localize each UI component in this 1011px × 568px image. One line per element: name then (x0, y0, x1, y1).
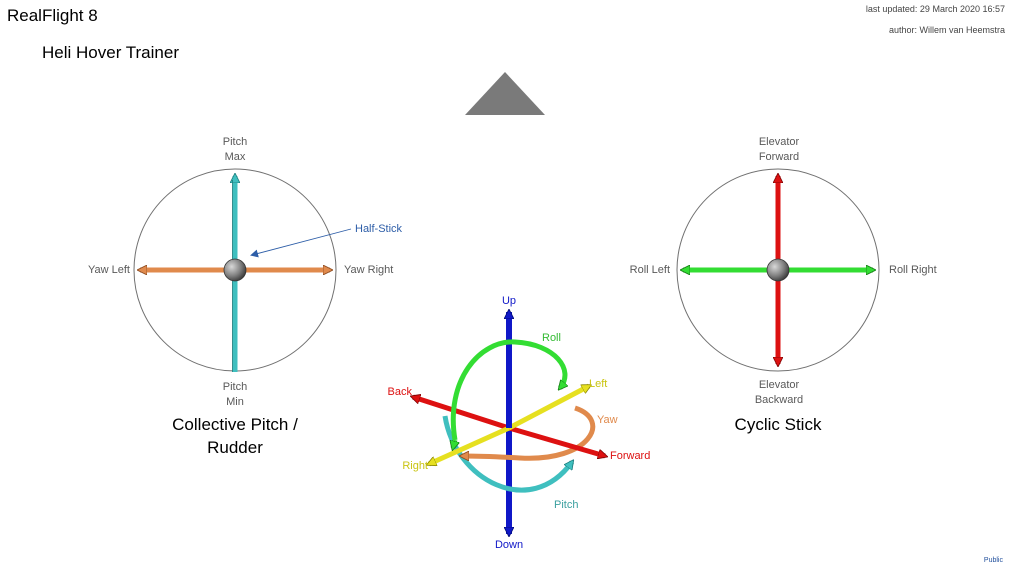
left-right-axis-arrow-left (507, 383, 589, 431)
roll-rotation-arrow-start (453, 439, 455, 448)
forward-label: Forward (610, 450, 651, 462)
half-stick-pointer (250, 228, 352, 258)
yaw-rotation-arrow (462, 405, 596, 458)
author-text: author: Willem van Heemstra (888, 25, 1005, 35)
back-forward-axis-arrow-forward (508, 425, 605, 456)
yaw-right-label: Yaw Right (344, 264, 394, 276)
elevator-backward-label: Elevator Backward (754, 379, 804, 406)
roll-right-label: Roll Right (889, 264, 937, 276)
half-stick-annotation: Half-Stick (355, 223, 403, 235)
last-updated-text: last updated: 29 March 2020 16:57 (865, 4, 1005, 14)
up-label: Up (501, 295, 517, 307)
roll-left-label: Roll Left (629, 264, 670, 276)
left-label: Left (589, 378, 608, 390)
left-stick-knob[interactable] (223, 258, 247, 282)
yaw-left-label: Yaw Left (88, 264, 130, 276)
pitch-min-label: Pitch Min (222, 381, 248, 408)
right-label: Right (402, 460, 428, 472)
roll-rotation-arrow (450, 339, 565, 441)
left-right-axis-arrow-right (429, 425, 511, 467)
elevator-forward-label: Elevator Forward (758, 136, 800, 163)
page-subtitle: Heli Hover Trainer (42, 43, 179, 62)
back-forward-axis-arrow-back (413, 397, 510, 431)
right-stick-knob[interactable] (766, 258, 790, 282)
right-stick-circle (676, 168, 880, 372)
pitch-rotation-arrow (442, 415, 572, 493)
pitch-label: Pitch (554, 499, 579, 511)
down-label: Down (494, 539, 524, 551)
pitch-max-label: Pitch Max (222, 136, 248, 163)
classification-label: Public (983, 557, 1003, 564)
yaw-label: Yaw (597, 414, 618, 426)
up-triangle-icon[interactable] (465, 72, 545, 115)
back-label: Back (387, 386, 412, 398)
right-stick-caption: Cyclic Stick (734, 415, 822, 434)
left-stick-caption: Collective Pitch / Rudder (172, 415, 298, 457)
app-title: RealFlight 8 (7, 6, 98, 25)
roll-label: Roll (542, 332, 561, 344)
